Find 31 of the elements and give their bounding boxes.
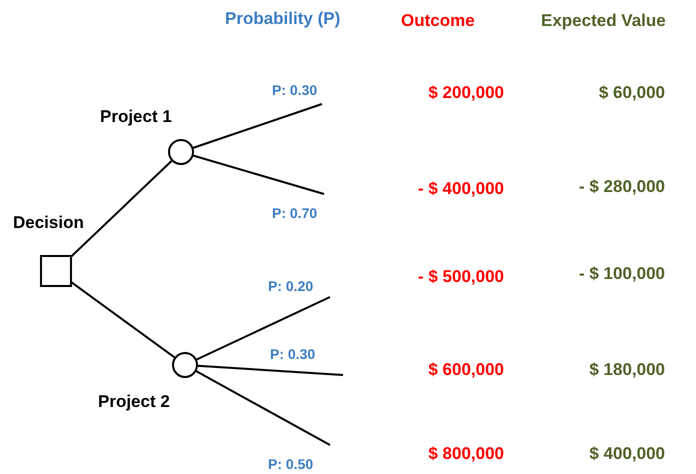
outcome-value: $ 200,000 xyxy=(428,84,504,103)
column-header: Expected Value xyxy=(541,12,666,31)
branch-line xyxy=(70,160,173,258)
branch-line xyxy=(70,281,176,359)
node-label: Decision xyxy=(13,214,84,233)
probability-label: P: 0.20 xyxy=(268,279,314,294)
branch-line xyxy=(196,364,344,376)
expected-value: - $ 280,000 xyxy=(578,178,665,197)
node-label: Project 2 xyxy=(98,393,170,412)
decision-node xyxy=(40,255,72,287)
column-header: Outcome xyxy=(401,12,475,31)
probability-label: P: 0.50 xyxy=(268,457,314,472)
branch-line xyxy=(192,154,324,195)
expected-value: - $ 100,000 xyxy=(578,265,665,284)
probability-label: P: 0.30 xyxy=(272,83,318,98)
probability-label: P: 0.70 xyxy=(272,206,318,222)
expected-value: $ 180,000 xyxy=(589,361,665,380)
branch-line xyxy=(192,103,322,150)
node-label: Project 1 xyxy=(100,108,172,127)
branch-line xyxy=(195,296,330,361)
chance-node xyxy=(172,352,198,378)
outcome-value: - $ 400,000 xyxy=(418,180,504,199)
probability-label: P: 0.30 xyxy=(270,347,316,362)
expected-value: $ 60,000 xyxy=(598,84,665,103)
expected-value: $ 400,000 xyxy=(589,445,665,464)
chance-node xyxy=(168,139,194,165)
outcome-value: - $ 500,000 xyxy=(418,268,504,287)
column-header: Probability (P) xyxy=(225,10,340,29)
branch-line xyxy=(195,370,330,446)
outcome-value: $ 800,000 xyxy=(428,445,504,464)
outcome-value: $ 600,000 xyxy=(428,361,504,380)
